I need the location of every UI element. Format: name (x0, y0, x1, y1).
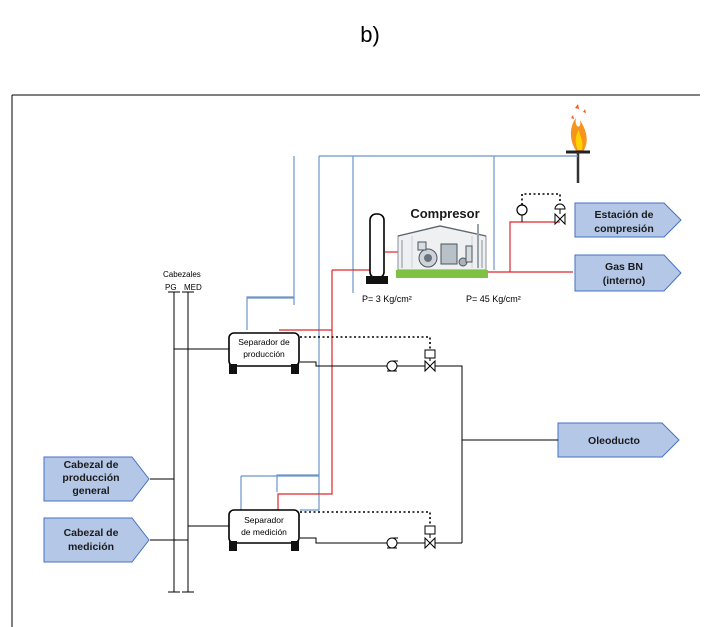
svg-text:de medición: de medición (241, 527, 287, 537)
suction-pressure-label: P= 3 Kg/cm² (362, 294, 412, 304)
suction-scrubber (366, 213, 388, 284)
tag-estacion-compresion: Estación de compresión (574, 202, 682, 238)
diagram-frame (11, 94, 700, 627)
discharge-control-loop (516, 193, 566, 226)
svg-text:Estación de: Estación de (595, 209, 654, 221)
production-liquid-line (300, 336, 463, 543)
svg-text:Separador de: Separador de (238, 337, 290, 347)
headers-label: Cabezales (163, 270, 201, 279)
svg-text:producción: producción (62, 472, 119, 484)
svg-text:(interno): (interno) (603, 275, 646, 287)
compressor-icon (396, 224, 488, 278)
svg-text:compresión: compresión (594, 223, 654, 235)
discharge-pressure-label: P= 45 Kg/cm² (466, 294, 521, 304)
header-med-label: MED (184, 283, 202, 292)
tag-cabezal-medicion: Cabezal de medición (43, 517, 150, 563)
tag-gas-bn: Gas BN (interno) (574, 254, 682, 292)
figure-caption: b) (360, 22, 380, 47)
svg-text:Cabezal de: Cabezal de (64, 459, 119, 471)
svg-text:Oleoducto: Oleoducto (588, 435, 640, 447)
header-pg-label: PG (165, 283, 177, 292)
flare-icon (566, 104, 590, 183)
measurement-liquid-line (300, 511, 462, 550)
tag-cabezal-produccion-general: Cabezal de producción general (43, 456, 150, 502)
svg-text:Cabezal de: Cabezal de (64, 527, 119, 539)
measurement-separator: Separador de medición (228, 509, 300, 551)
header-pipes (150, 291, 229, 593)
svg-text:general: general (72, 485, 109, 497)
tag-oleoducto: Oleoducto (557, 422, 680, 458)
svg-text:producción: producción (243, 349, 285, 359)
svg-text:Gas BN: Gas BN (605, 261, 643, 273)
compressor-title: Compresor (410, 206, 479, 221)
svg-text:Separador: Separador (244, 515, 284, 525)
svg-text:medición: medición (68, 541, 114, 553)
high-pressure-lines (277, 221, 573, 510)
production-separator: Separador de producción (228, 332, 300, 374)
